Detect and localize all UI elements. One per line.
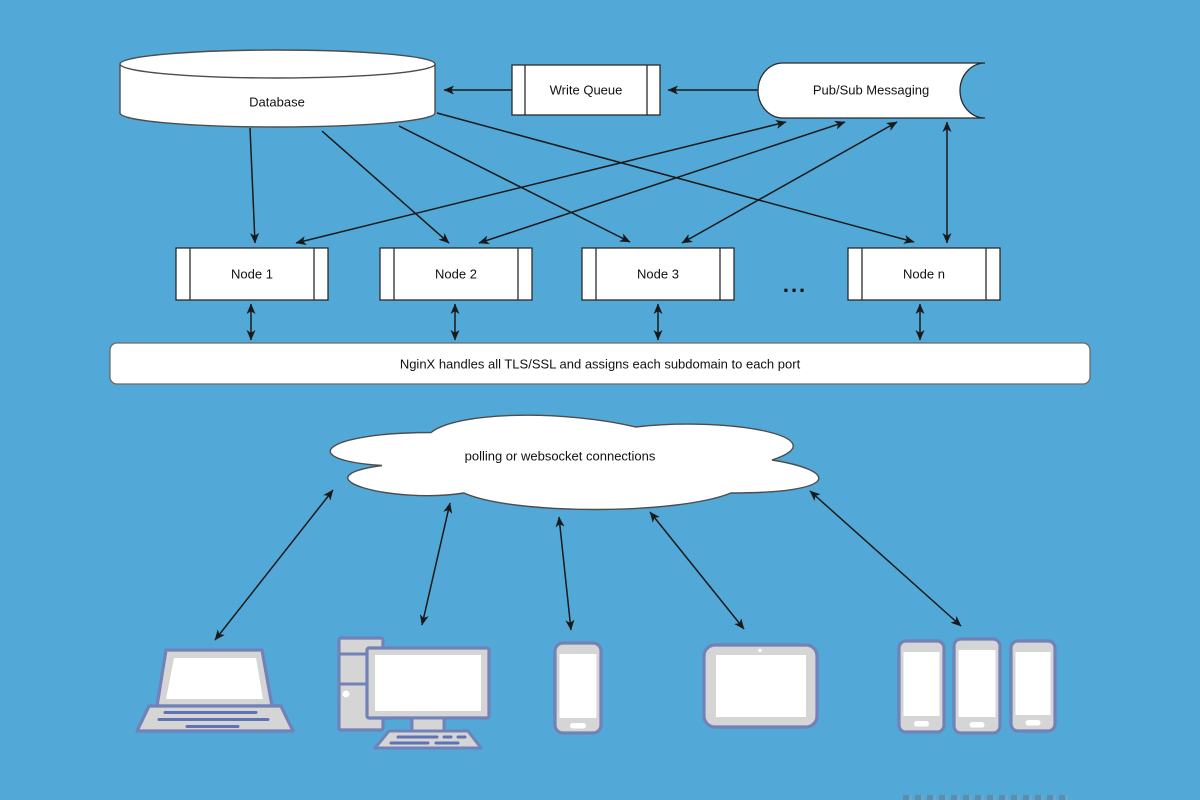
watermark-clipped bbox=[903, 795, 1068, 800]
arrow-cloud-desktop bbox=[419, 502, 453, 626]
arrow-database-node3 bbox=[398, 125, 631, 243]
arrow-cloud-smartphone bbox=[555, 516, 575, 631]
node3-label: Node 3 bbox=[637, 266, 679, 282]
arrow-node1-pubsub bbox=[295, 120, 787, 245]
connector-arrows bbox=[214, 85, 962, 641]
node1-label: Node 1 bbox=[231, 266, 273, 282]
arrow-cloud-smartphone-group bbox=[809, 490, 962, 627]
arrow-database-node1 bbox=[249, 127, 260, 244]
arrow-database-node2 bbox=[321, 130, 450, 244]
smartphone-icon bbox=[1009, 639, 1057, 733]
node2-shape bbox=[379, 247, 533, 301]
database-label: Database bbox=[249, 94, 305, 110]
desktop-computer-icon bbox=[337, 636, 491, 750]
node1-shape bbox=[175, 247, 329, 301]
arrow-cloud-laptop bbox=[214, 489, 334, 641]
noden-label: Node n bbox=[903, 266, 945, 282]
pubsub-shape bbox=[757, 62, 986, 119]
database-shape bbox=[119, 49, 436, 128]
node3-shape bbox=[581, 247, 735, 301]
pubsub-label: Pub/Sub Messaging bbox=[812, 82, 930, 98]
tablet-icon bbox=[702, 643, 819, 729]
node2-label: Node 2 bbox=[435, 266, 477, 282]
write-queue-label: Write Queue bbox=[549, 82, 623, 98]
nginx-bar-shape bbox=[109, 342, 1091, 385]
ellipsis-label: ... bbox=[782, 272, 808, 297]
laptop-icon bbox=[135, 648, 295, 733]
cloud-shape bbox=[329, 414, 820, 511]
cloud-label: polling or websocket connections bbox=[464, 448, 656, 464]
arrow-node3-pubsub bbox=[681, 121, 898, 244]
smartphone-icon bbox=[553, 641, 603, 735]
smartphone-icon bbox=[952, 637, 1002, 735]
nginx-bar-label: NginX handles all TLS/SSL and assigns ea… bbox=[399, 356, 801, 372]
write-queue-shape bbox=[511, 64, 661, 116]
smartphone-group-icon bbox=[897, 637, 1057, 735]
noden-shape bbox=[847, 247, 1001, 301]
arrow-cloud-tablet bbox=[649, 511, 745, 630]
smartphone-icon bbox=[897, 639, 946, 734]
